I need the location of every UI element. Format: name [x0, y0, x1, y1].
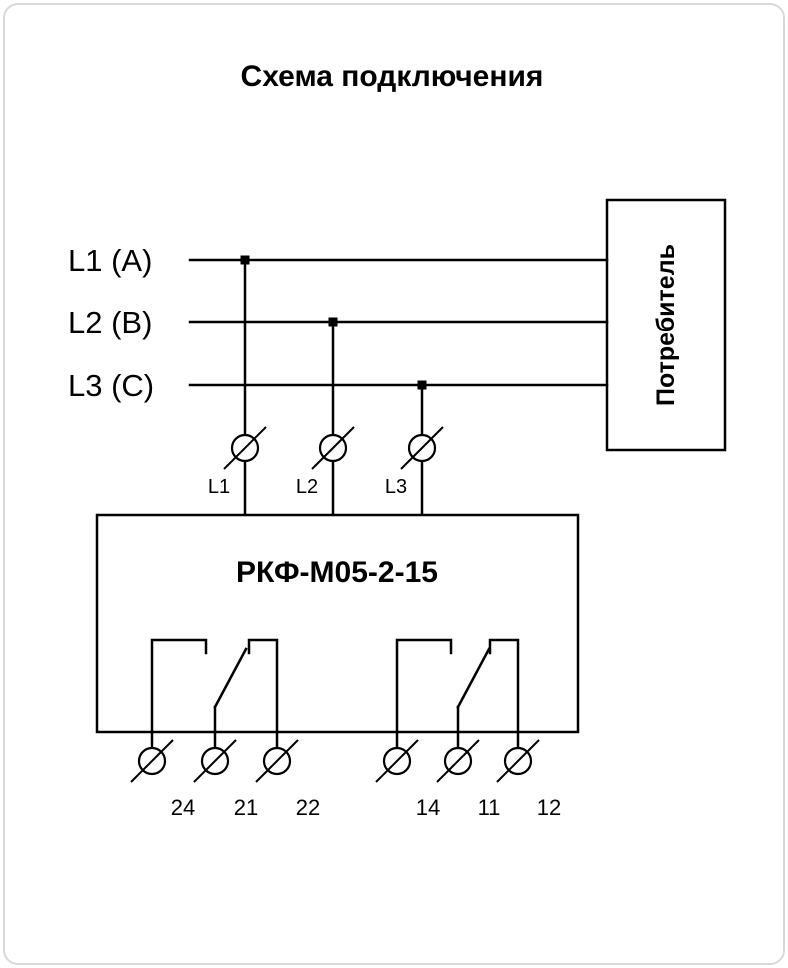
consumer-label: Потребитель: [652, 244, 680, 406]
output-terminal-12: 12: [496, 730, 561, 820]
output-terminal-22: 22: [255, 730, 320, 820]
fixed-contact-22: [247, 638, 279, 734]
relay-contact-1-icon: [150, 638, 279, 734]
terminal-slash-icon: [496, 739, 540, 783]
output-terminal-label-24: 24: [171, 795, 195, 820]
fixed-contact-12: [488, 638, 520, 734]
terminal-slash-icon: [223, 426, 267, 470]
junction-dot-l2: [328, 317, 338, 327]
phase-label-l3: L3 (C): [68, 368, 154, 403]
terminal-slash-icon: [130, 739, 174, 783]
terminal-slash-icon: [255, 739, 299, 783]
input-terminal-l3: L3: [385, 426, 444, 498]
input-terminal-label-l1: L1: [208, 476, 230, 498]
consumer-box: [605, 198, 727, 452]
output-terminal-14: 14: [375, 730, 440, 820]
output-terminal-label-12: 12: [537, 795, 561, 820]
fixed-contact-24: [150, 638, 208, 734]
terminal-slash-icon: [375, 739, 419, 783]
input-terminal-label-l2: L2: [296, 476, 318, 498]
junction-dot-l1: [240, 255, 250, 265]
junction-dot-l3: [417, 380, 427, 390]
output-terminal-label-11: 11: [478, 795, 501, 820]
output-terminal-11: 11: [436, 730, 501, 820]
phase-label-l1: L1 (A): [68, 243, 152, 278]
fixed-contact-14: [395, 638, 453, 734]
output-terminal-21: 21: [193, 730, 258, 820]
terminal-slash-icon: [311, 426, 355, 470]
contact-lever-1: [213, 647, 248, 709]
contact-lever-2: [456, 647, 491, 709]
phase-label-l2: L2 (B): [68, 305, 152, 340]
relay-contact-2-icon: [395, 638, 520, 734]
device-model-label: РКФ-М05-2-15: [236, 556, 438, 589]
terminal-slash-icon: [193, 739, 237, 783]
input-terminal-l1: L1: [208, 426, 267, 498]
output-terminal-24: 24: [130, 730, 195, 820]
input-terminal-l2: L2: [296, 426, 355, 498]
diagram-title: Схема подключения: [241, 60, 544, 93]
device-box: [95, 513, 580, 734]
output-terminal-label-21: 21: [234, 795, 258, 820]
terminal-slash-icon: [400, 426, 444, 470]
output-terminal-label-22: 22: [296, 795, 320, 820]
input-terminal-label-l3: L3: [385, 476, 407, 498]
terminal-slash-icon: [436, 739, 480, 783]
output-terminal-label-14: 14: [416, 795, 440, 820]
